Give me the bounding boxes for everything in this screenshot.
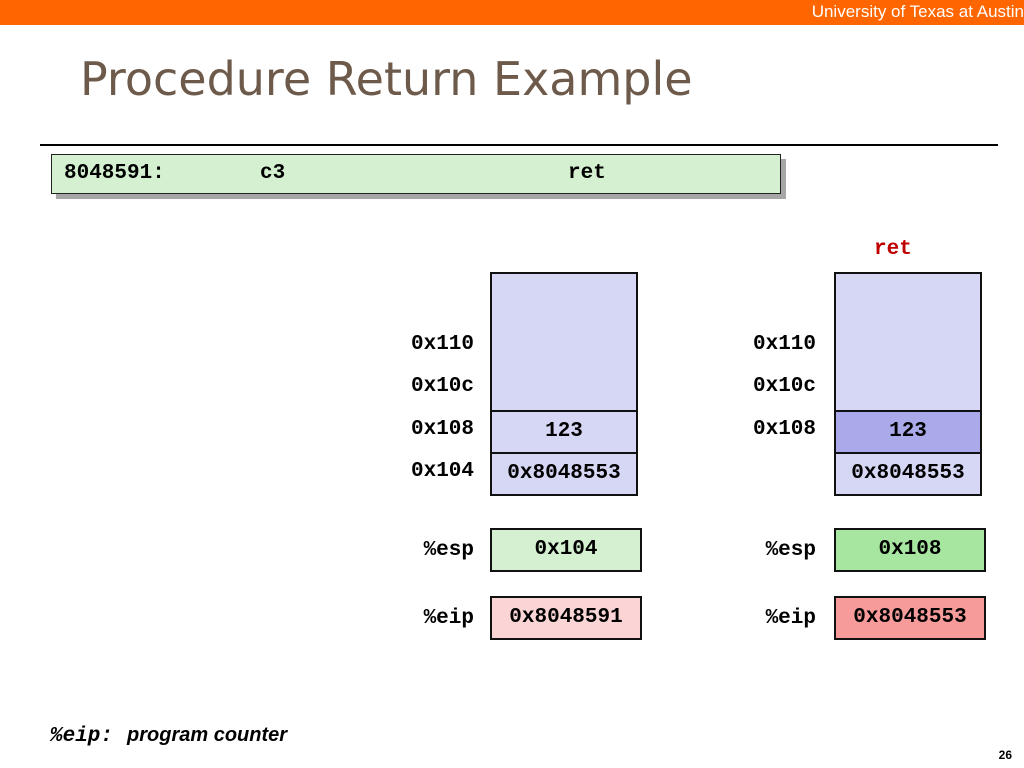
after-eip-label: %eip xyxy=(765,607,816,630)
after-stack-cell-0x108: 123 xyxy=(836,410,980,452)
header-bar: University of Texas at Austin xyxy=(0,0,1024,25)
after-addr-0x108: 0x108 xyxy=(752,418,816,441)
footer-note: %eip: program counter xyxy=(50,724,287,748)
after-eip-register: 0x8048553 xyxy=(834,596,986,640)
code-address: 8048591: xyxy=(64,162,165,185)
slide-title: Procedure Return Example xyxy=(80,52,693,106)
after-stack-cell-0x104: 0x8048553 xyxy=(836,452,980,494)
before-addr-0x110: 0x110 xyxy=(410,333,474,356)
before-eip-label: %eip xyxy=(423,607,474,630)
before-stack: 123 0x8048553 xyxy=(490,272,638,496)
page-number: 26 xyxy=(998,748,1012,762)
before-stack-cell-0x104: 0x8048553 xyxy=(492,452,636,494)
code-box: 8048591: c3 ret xyxy=(51,154,781,194)
before-stack-cell-0x108: 123 xyxy=(492,410,636,452)
after-esp-register: 0x108 xyxy=(834,528,986,572)
before-addr-0x10c: 0x10c xyxy=(410,375,474,398)
before-addr-0x104: 0x104 xyxy=(410,460,474,483)
title-divider xyxy=(40,144,998,146)
before-esp-register: 0x104 xyxy=(490,528,642,572)
footer-key: %eip: xyxy=(50,725,114,748)
before-eip-register: 0x8048591 xyxy=(490,596,642,640)
footer-description: program counter xyxy=(127,724,288,746)
institution-name: University of Texas at Austin xyxy=(811,2,1024,21)
after-addr-0x10c: 0x10c xyxy=(752,375,816,398)
code-opcode: c3 xyxy=(260,162,286,185)
code-instruction: ret xyxy=(568,162,606,185)
before-addr-0x108: 0x108 xyxy=(410,418,474,441)
after-addr-0x110: 0x110 xyxy=(752,333,816,356)
after-step-label: ret xyxy=(874,238,912,261)
before-esp-label: %esp xyxy=(423,539,474,562)
after-esp-label: %esp xyxy=(765,539,816,562)
after-stack: 123 0x8048553 xyxy=(834,272,982,496)
